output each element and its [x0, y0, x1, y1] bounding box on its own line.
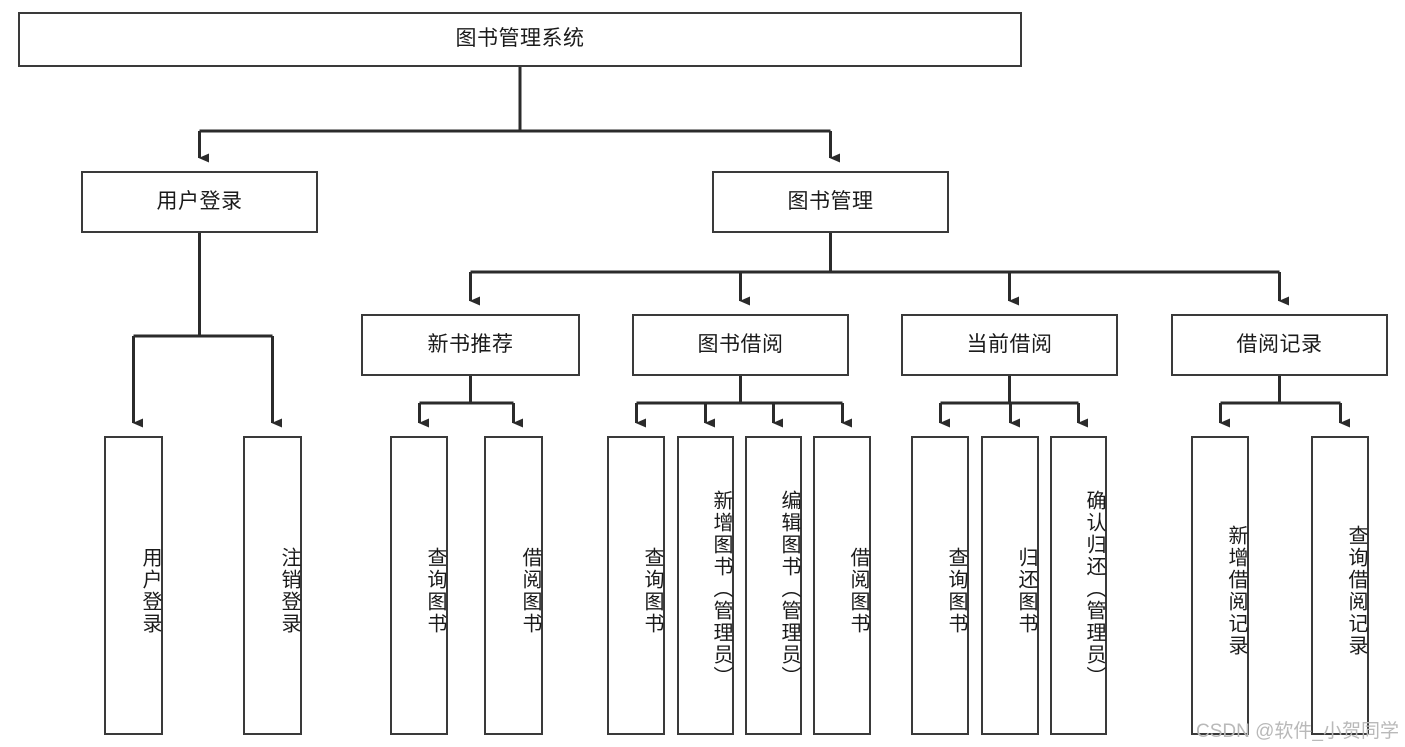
- leaf-add-borrow-record[interactable]: 新增借阅记录: [1191, 436, 1249, 735]
- node-label: 归还图书: [1015, 546, 1037, 635]
- node-label: 借阅记录: [1236, 332, 1323, 356]
- node-root-system[interactable]: 图书管理系统: [18, 12, 1022, 67]
- leaf-query-borrow-record[interactable]: 查询借阅记录: [1311, 436, 1369, 735]
- node-label: 图书管理: [787, 189, 874, 213]
- leaf-borrow-book-recommend[interactable]: 借阅图书: [484, 436, 543, 735]
- node-book-management[interactable]: 图书管理: [712, 171, 949, 233]
- node-label: 图书管理系统: [455, 27, 585, 51]
- node-label: 新增借阅记录: [1225, 524, 1247, 657]
- leaf-query-book-current[interactable]: 查询图书: [911, 436, 969, 735]
- node-current-borrow[interactable]: 当前借阅: [901, 314, 1118, 376]
- node-label: 查询图书: [641, 546, 663, 635]
- leaf-edit-book-admin[interactable]: 编辑图书（管理员）: [745, 436, 802, 735]
- leaf-user-login[interactable]: 用户登录: [104, 436, 163, 735]
- node-label: 用户登录: [156, 189, 243, 213]
- leaf-return-book[interactable]: 归还图书: [981, 436, 1039, 735]
- node-label: 借阅图书: [847, 546, 869, 635]
- node-borrow-record[interactable]: 借阅记录: [1171, 314, 1388, 376]
- node-label: 查询图书: [945, 546, 967, 635]
- node-new-book-recommend[interactable]: 新书推荐: [361, 314, 580, 376]
- node-label: 注销登录: [278, 546, 300, 635]
- node-label: 编辑图书（管理员）: [778, 489, 800, 688]
- node-label: 用户登录: [139, 546, 161, 635]
- node-label: 新书推荐: [427, 332, 514, 356]
- node-label: 当前借阅: [966, 332, 1053, 356]
- leaf-borrow-book[interactable]: 借阅图书: [813, 436, 871, 735]
- node-label: 图书借阅: [697, 332, 784, 356]
- node-label: 查询借阅记录: [1345, 524, 1367, 657]
- leaf-add-book-admin[interactable]: 新增图书（管理员）: [677, 436, 734, 735]
- leaf-query-book-recommend[interactable]: 查询图书: [390, 436, 448, 735]
- csdn-watermark: CSDN @软件_小贺同学: [1196, 721, 1399, 742]
- leaf-logout[interactable]: 注销登录: [243, 436, 302, 735]
- node-label: 新增图书（管理员）: [710, 489, 732, 688]
- leaf-query-book-borrow[interactable]: 查询图书: [607, 436, 665, 735]
- leaf-confirm-return-admin[interactable]: 确认归还（管理员）: [1050, 436, 1107, 735]
- node-label: 借阅图书: [519, 546, 541, 635]
- node-label: 查询图书: [424, 546, 446, 635]
- node-user-login[interactable]: 用户登录: [81, 171, 318, 233]
- node-book-borrow[interactable]: 图书借阅: [632, 314, 849, 376]
- node-label: 确认归还（管理员）: [1083, 489, 1105, 688]
